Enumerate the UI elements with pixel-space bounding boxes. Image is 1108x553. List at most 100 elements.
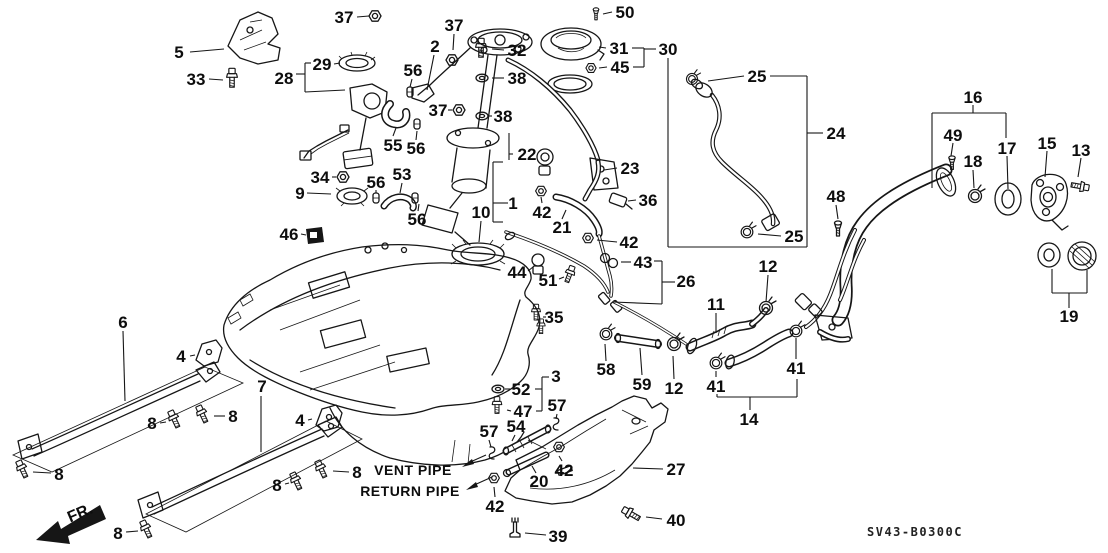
leader-line-8 — [159, 421, 167, 424]
leader-line-5 — [189, 48, 225, 53]
callout-42: 42 — [555, 461, 574, 480]
return-pipe-arrow — [466, 476, 493, 490]
fuel-pump-assembly-drawing — [411, 28, 533, 246]
callout-22: 22 — [518, 145, 537, 164]
callout-2: 2 — [430, 37, 439, 56]
leader-line-31 — [598, 46, 607, 49]
callout-9: 9 — [295, 184, 304, 203]
callout-11: 11 — [707, 295, 725, 314]
leader-line-50 — [602, 11, 613, 15]
callout-25: 25 — [785, 227, 804, 246]
leader-line-37 — [356, 15, 370, 18]
vent-pipe-label: VENT PIPE — [374, 462, 452, 478]
vent-pipe-24-drawing — [685, 69, 780, 239]
callout-44: 44 — [508, 263, 527, 282]
feed-pipe-23-drawing — [505, 57, 633, 238]
callout-31: 31 — [610, 39, 629, 58]
fr-direction-arrow — [36, 505, 106, 544]
leader-line-10 — [478, 220, 482, 243]
callout-4: 4 — [176, 347, 186, 366]
leader-line-57 — [555, 413, 558, 420]
leader-line-26 — [612, 301, 663, 305]
leader-line-56 — [415, 130, 418, 141]
leader-line-23 — [603, 167, 618, 171]
leader-line-42 — [596, 239, 618, 243]
leader-line-45 — [598, 66, 608, 69]
callout-29: 29 — [313, 55, 332, 74]
leader-line-29 — [333, 62, 341, 65]
leader-line-36 — [627, 199, 637, 202]
heat-shield-drawing — [504, 395, 669, 505]
callout-58: 58 — [597, 360, 616, 379]
leader-line-28 — [304, 89, 346, 93]
callout-46: 46 — [280, 225, 299, 244]
callout-51: 51 — [539, 271, 558, 290]
leader-line-39 — [524, 532, 547, 536]
leader-line-46 — [300, 233, 307, 236]
leader-line-42 — [493, 486, 496, 498]
callout-55: 55 — [384, 136, 403, 155]
callout-20: 20 — [530, 472, 549, 491]
leader-line-42 — [540, 196, 543, 204]
leader-lines — [32, 11, 1088, 536]
callout-25: 25 — [748, 67, 767, 86]
sender-gasket-drawing — [338, 54, 376, 72]
callout-32: 32 — [508, 41, 527, 60]
leader-line-12 — [765, 274, 769, 303]
leader-line-6 — [122, 330, 126, 402]
bracket-5-drawing — [227, 11, 281, 65]
diagram-code: SV43-B0300C — [867, 525, 963, 539]
callout-18: 18 — [964, 152, 983, 171]
callout-28: 28 — [275, 69, 294, 88]
leader-line-40 — [645, 516, 663, 520]
leader-line-2 — [426, 54, 435, 91]
leader-line-58 — [604, 343, 607, 362]
tank-straps-drawing — [12, 339, 363, 540]
callout-38: 38 — [494, 107, 513, 126]
fuel-tank-drawing — [222, 239, 541, 466]
pump-lock-ring — [451, 242, 505, 266]
leader-line-27 — [632, 467, 664, 470]
leader-line-4 — [189, 354, 196, 357]
fuel-sender-drawing — [299, 51, 417, 212]
callout-43: 43 — [634, 253, 653, 272]
callout-37: 37 — [429, 101, 448, 120]
callout-7: 7 — [257, 377, 266, 396]
callout-39: 39 — [549, 527, 568, 546]
callout-56: 56 — [408, 210, 427, 229]
callout-8: 8 — [228, 407, 237, 426]
callout-5: 5 — [174, 43, 183, 62]
callout-12: 12 — [759, 257, 778, 276]
callout-38: 38 — [508, 69, 527, 88]
leader-line-51 — [558, 276, 565, 280]
callout-37: 37 — [445, 16, 464, 35]
callout-52: 52 — [512, 380, 531, 399]
leader-line-56 — [417, 203, 420, 212]
small-parts-drawing — [226, 7, 619, 335]
callout-16: 16 — [964, 88, 983, 107]
leader-line-25 — [757, 233, 782, 237]
leader-line-49 — [950, 142, 954, 157]
callout-3: 3 — [551, 367, 560, 386]
callout-45: 45 — [611, 58, 630, 77]
leader-line-15 — [1044, 150, 1048, 178]
leader-line-8 — [125, 530, 139, 533]
callout-26: 26 — [677, 272, 696, 291]
leader-line-42 — [558, 455, 563, 462]
leader-line-17 — [1006, 155, 1009, 190]
callout-49: 49 — [944, 126, 963, 145]
callout-23: 23 — [621, 159, 640, 178]
filler-pipe-drawing — [794, 155, 1097, 343]
callout-42: 42 — [533, 203, 552, 222]
callout-27: 27 — [667, 460, 686, 479]
leader-line-33 — [208, 78, 224, 81]
callout-8: 8 — [147, 414, 156, 433]
callout-57: 57 — [548, 396, 567, 415]
callout-50: 50 — [616, 3, 635, 22]
hoses-and-pipes-drawing — [504, 230, 806, 370]
callout-12: 12 — [665, 379, 684, 398]
leader-line-18 — [972, 169, 975, 189]
callout-37: 37 — [335, 8, 354, 27]
callout-4: 4 — [295, 411, 305, 430]
